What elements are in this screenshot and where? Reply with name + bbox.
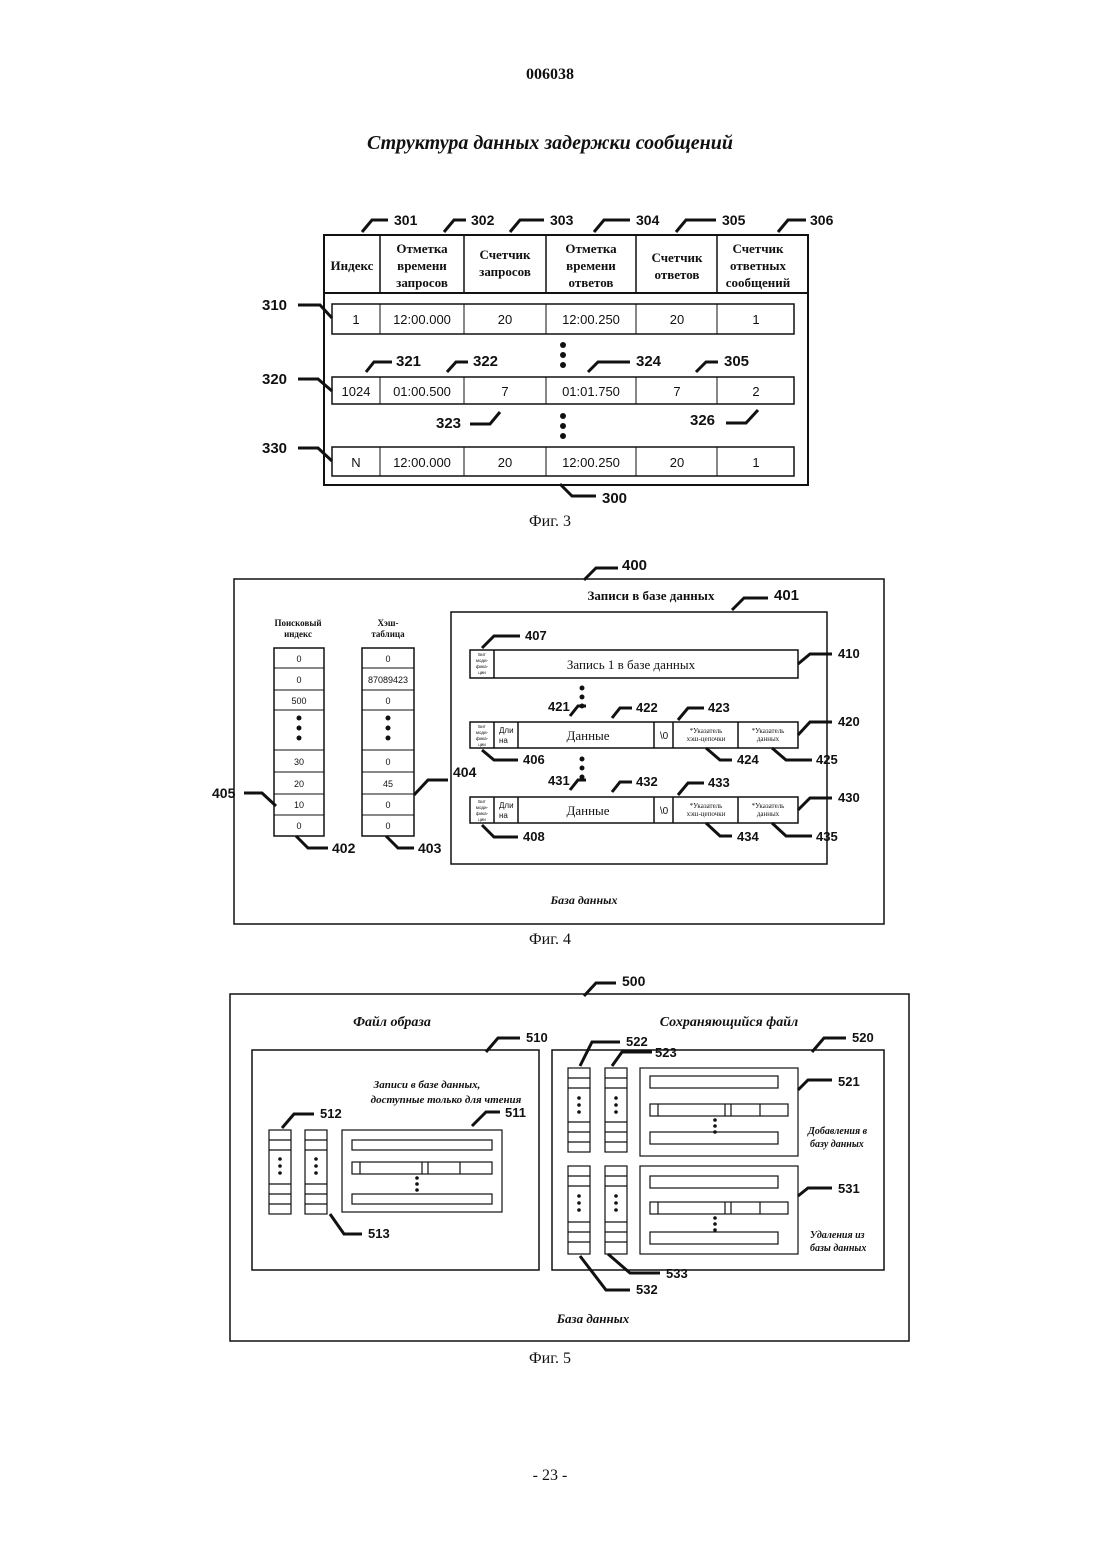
additions-label-2: базу данных bbox=[810, 1139, 864, 1150]
image-file-label: Файл образа bbox=[353, 1015, 431, 1030]
deletions-label-2: базы данных bbox=[810, 1243, 866, 1254]
page-number: - 23 - bbox=[0, 1467, 1100, 1485]
ref-521: 521 bbox=[838, 1074, 860, 1089]
readonly-label-2: доступные только для чтения bbox=[371, 1094, 522, 1106]
ref-511: 511 bbox=[505, 1105, 526, 1120]
readonly-label-1: Записи в базе данных, bbox=[373, 1079, 481, 1091]
saved-file-label: Сохраняющийся файл bbox=[660, 1015, 799, 1030]
ref-513: 513 bbox=[368, 1226, 390, 1241]
ref-500: 500 bbox=[622, 973, 646, 989]
ref-520: 520 bbox=[852, 1030, 874, 1045]
ref-522: 522 bbox=[626, 1034, 648, 1049]
fig5-db-label: База данных bbox=[556, 1311, 630, 1326]
deletions-label-1: Удаления из bbox=[810, 1230, 865, 1241]
additions-label-1: Добавления в bbox=[807, 1126, 868, 1137]
ref-510: 510 bbox=[526, 1030, 548, 1045]
ref-523: 523 bbox=[655, 1045, 677, 1060]
ref-512: 512 bbox=[320, 1106, 342, 1121]
figure-5-caption: Фиг. 5 bbox=[0, 1350, 1100, 1368]
ref-531: 531 bbox=[838, 1181, 860, 1196]
ref-533: 533 bbox=[666, 1266, 688, 1281]
ref-532: 532 bbox=[636, 1282, 658, 1297]
